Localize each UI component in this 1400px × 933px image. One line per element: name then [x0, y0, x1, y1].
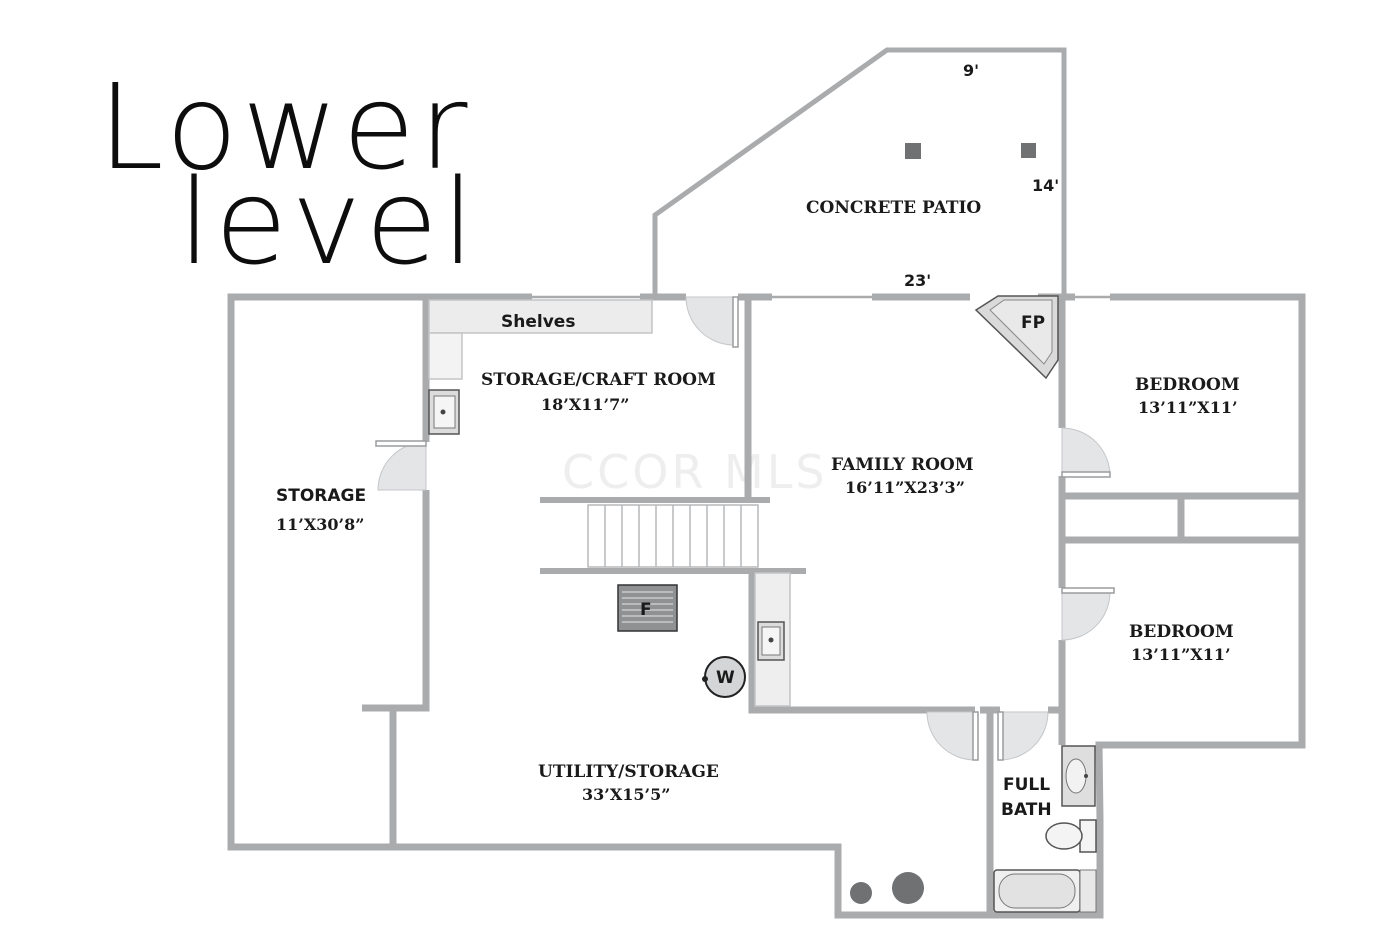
furnace-icon [617, 584, 678, 632]
patio-dim-bottom: 23' [904, 271, 931, 290]
patio-outline-inner [659, 54, 1060, 296]
utility-size: 33’X15’5” [582, 785, 670, 804]
storage-wall-right-bottom [362, 490, 430, 712]
door-bath [997, 711, 1049, 761]
door-craft-exterior [685, 296, 739, 348]
staircase [587, 504, 759, 568]
heading-line2: level [178, 153, 479, 291]
bath-label-line2: BATH [1001, 800, 1052, 820]
bedroom1-name: BEDROOM [1135, 375, 1240, 395]
heading-line1: Lower [98, 58, 471, 196]
fireplace-label: FP [1021, 313, 1045, 333]
family-wall-left [748, 571, 975, 714]
floor-drain-large [892, 872, 924, 904]
patio-post-2 [1021, 143, 1036, 158]
shelves-label: Shelves [501, 312, 575, 332]
patio-outline [652, 47, 1067, 296]
watermark: CCOR MLS [562, 445, 828, 499]
patio-dim-side: 14' [1032, 176, 1059, 195]
door-bedroom1 [1061, 427, 1111, 478]
craft-size: 18’X11’7” [541, 395, 629, 414]
sink-craft-icon [428, 389, 460, 435]
patio-dim-top: 9' [963, 61, 979, 80]
water-heater-label: W [716, 668, 735, 688]
bathtub-icon [993, 869, 1097, 913]
floor-drain-small [850, 882, 872, 904]
patio-post-1 [905, 143, 921, 159]
storage-name: STORAGE [276, 486, 366, 506]
family-name: FAMILY ROOM [831, 455, 974, 475]
craft-name: STORAGE/CRAFT ROOM [481, 370, 716, 390]
door-bedroom2 [1061, 587, 1115, 641]
utility-name: UTILITY/STORAGE [538, 762, 719, 782]
bath-label-line1: FULL [1003, 775, 1050, 795]
water-heater-icon [702, 656, 746, 698]
bedroom1-size: 13’11”X11’ [1138, 398, 1238, 417]
sink-utility-icon [757, 621, 785, 661]
furnace-label: F [640, 600, 652, 620]
storage-size: 11’X30’8” [276, 515, 364, 534]
door-storage [375, 440, 427, 491]
shelves-side [428, 332, 463, 380]
shelves [428, 299, 653, 334]
toilet-icon [1045, 819, 1097, 853]
door-family-utility [926, 711, 979, 761]
bedroom2-size: 13’11”X11’ [1131, 645, 1231, 664]
bedroom2-name: BEDROOM [1129, 622, 1234, 642]
family-size: 16’11”X23’3” [845, 478, 965, 497]
bath-vanity-icon [1061, 745, 1096, 807]
fireplace-icon [974, 295, 1059, 380]
patio-label: CONCRETE PATIO [806, 198, 981, 218]
